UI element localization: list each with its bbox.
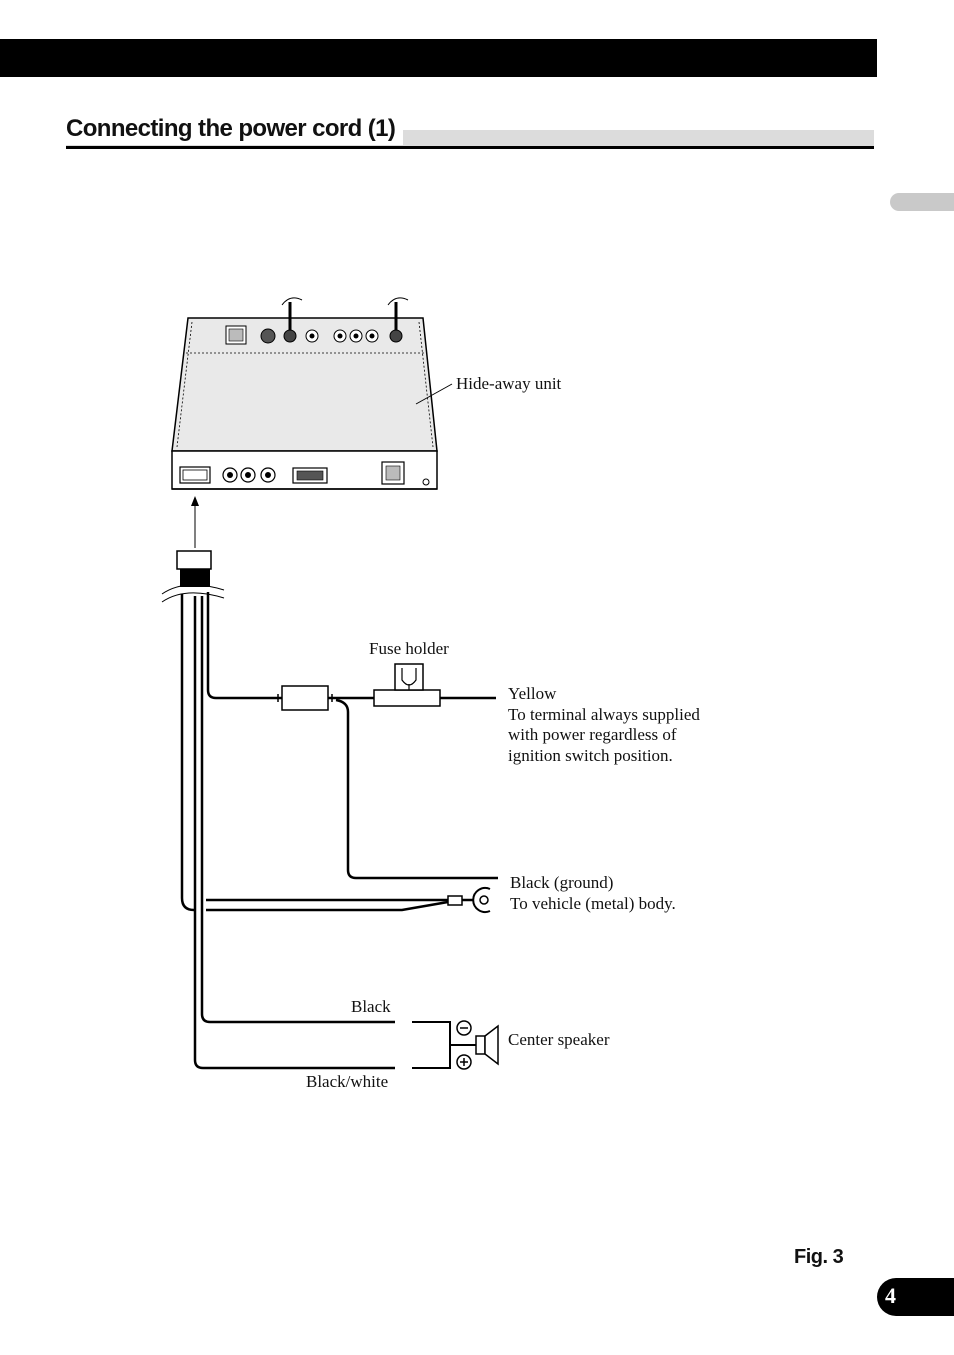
black-ground-line-2: To vehicle (metal) body.	[510, 893, 676, 913]
section-heading-rule	[66, 146, 874, 149]
hide-away-unit-label: Hide-away unit	[456, 374, 562, 393]
fuse-holder-label: Fuse holder	[369, 639, 449, 658]
side-tab	[890, 193, 954, 211]
speaker-symbol	[450, 1020, 499, 1070]
center-speaker-label: Center speaker	[508, 1030, 610, 1049]
fuse-holder-symbol	[373, 663, 441, 707]
black-ground-line-1: Black (ground)	[510, 873, 614, 892]
hide-away-unit-drawing	[171, 297, 453, 490]
page-number-tab	[877, 1278, 954, 1316]
page-number: 4	[885, 1283, 896, 1308]
header-bar	[0, 39, 877, 77]
black-wire-label: Black	[351, 997, 391, 1016]
black-white-wire-label: Black/white	[306, 1072, 389, 1091]
yellow-wire-label: Yellow To terminal always supplied with …	[508, 684, 700, 766]
section-title: Connecting the power cord (1)	[66, 113, 404, 145]
ground-lug-symbol	[447, 887, 491, 913]
yellow-label-line-2: To terminal always supplied	[508, 704, 700, 724]
yellow-label-line-3: with power regardless of	[508, 725, 677, 744]
yellow-label-line-1: Yellow	[508, 684, 557, 703]
figure-label: Fig. 3	[794, 1246, 844, 1268]
harness-connector	[161, 496, 225, 603]
black-ground-label: Black (ground) To vehicle (metal) body.	[510, 873, 676, 914]
wires	[180, 592, 498, 1070]
inline-fuse	[277, 685, 333, 711]
yellow-label-line-4: ignition switch position.	[508, 745, 673, 765]
